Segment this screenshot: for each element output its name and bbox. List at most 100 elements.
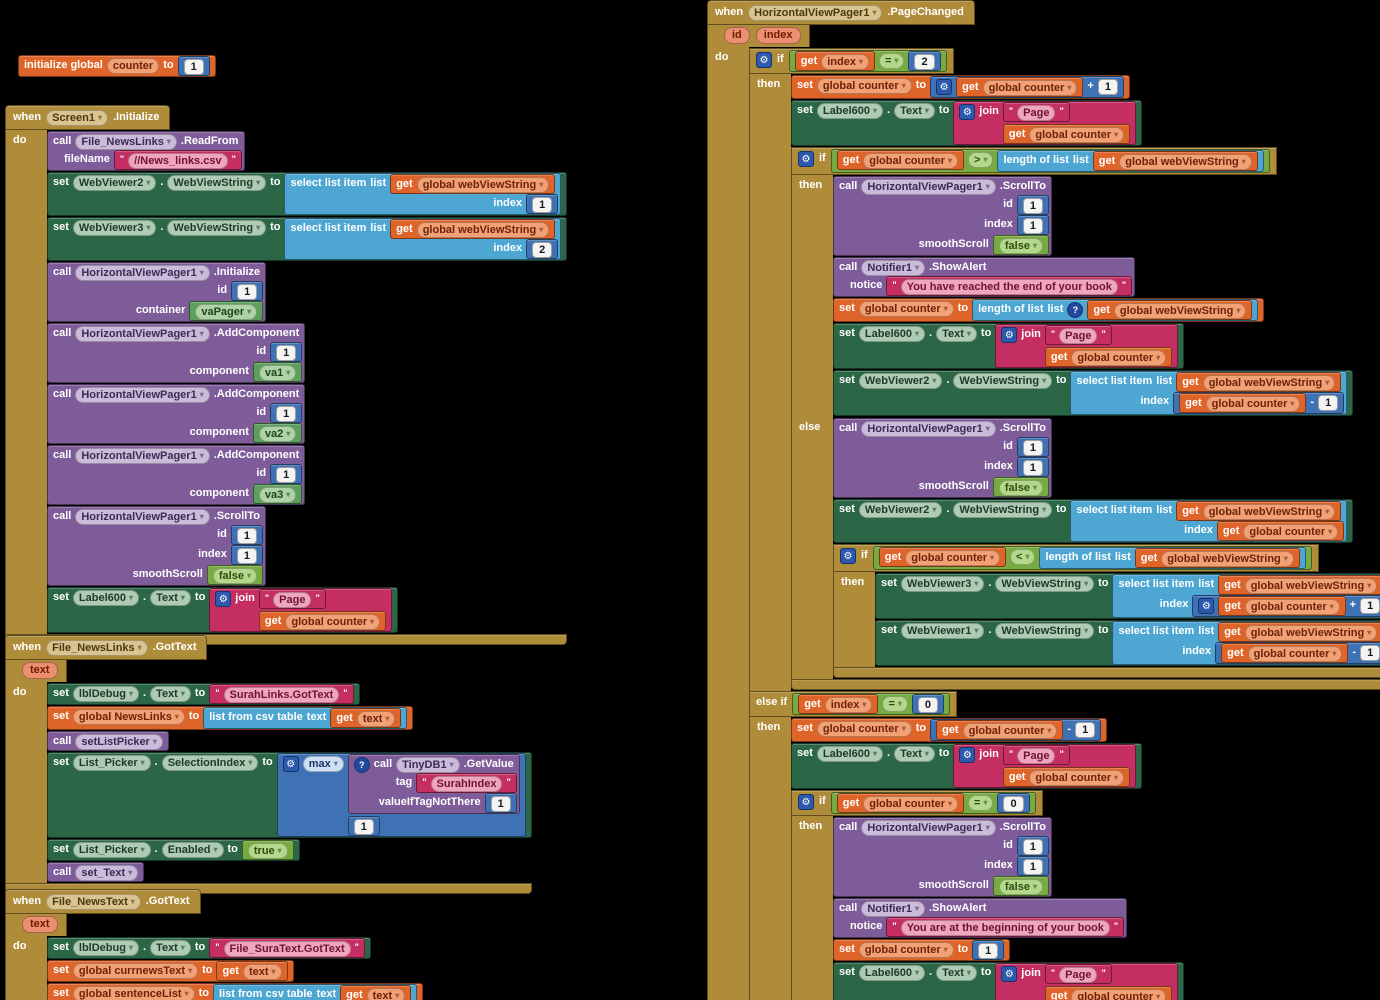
dropdown-chip[interactable]: va3▾ xyxy=(258,487,297,503)
clause-spine[interactable]: else xyxy=(791,417,833,679)
field-chip[interactable]: File_SuraText.GotText xyxy=(223,941,351,957)
number-block[interactable]: 1 xyxy=(270,342,303,362)
field-chip[interactable]: //News_links.csv xyxy=(128,153,228,169)
dropdown-chip[interactable]: WebViewString▾ xyxy=(995,576,1095,592)
number-value[interactable]: 1 xyxy=(276,345,297,361)
field-chip[interactable]: Page xyxy=(273,592,312,608)
text-string-page[interactable]: "Page" xyxy=(1002,745,1070,765)
dropdown-chip[interactable]: File_NewsText▾ xyxy=(46,894,141,910)
number-value[interactable]: 1 xyxy=(236,548,257,564)
field-chip[interactable]: Page xyxy=(1059,328,1098,344)
dropdown-chip[interactable]: global webViewString▾ xyxy=(1202,504,1336,520)
dropdown-chip[interactable]: Label600▾ xyxy=(816,103,884,119)
dropdown-chip[interactable]: Text▾ xyxy=(150,590,191,606)
clause-spine[interactable]: then xyxy=(749,74,791,691)
warning-icon[interactable]: ? xyxy=(1067,302,1084,318)
text-string-page[interactable]: "Page" xyxy=(1002,102,1070,122)
dropdown-chip[interactable]: global webViewString▾ xyxy=(416,177,550,193)
dropdown-chip[interactable]: global counter▾ xyxy=(863,153,959,169)
dropdown-chip[interactable]: =▾ xyxy=(882,696,908,712)
field-chip[interactable]: You are at the beginning of your book xyxy=(900,920,1110,936)
dropdown-chip[interactable]: Text▾ xyxy=(894,746,935,762)
mutator-gear-icon[interactable]: ⚙ xyxy=(840,548,856,564)
dropdown-chip[interactable]: HorizontalViewPager1▾ xyxy=(75,448,210,464)
dropdown-chip[interactable]: Text▾ xyxy=(150,940,191,956)
field-chip[interactable]: Page xyxy=(1017,105,1056,121)
clause-spine[interactable]: do xyxy=(5,936,47,1000)
dropdown-chip[interactable]: File_NewsLinks▾ xyxy=(46,640,148,656)
block-foot[interactable] xyxy=(791,679,1380,690)
dropdown-chip[interactable]: false▾ xyxy=(998,238,1043,254)
dropdown-chip[interactable]: >▾ xyxy=(968,152,994,168)
number-value[interactable]: 1 xyxy=(1022,859,1043,875)
dropdown-chip[interactable]: global counter▾ xyxy=(1243,524,1339,540)
number-value[interactable]: 1 xyxy=(237,284,258,300)
field-chip[interactable]: Page xyxy=(1017,748,1056,764)
dropdown-chip[interactable]: global NewsLinks▾ xyxy=(72,709,185,725)
dropdown-chip[interactable]: set_Text▾ xyxy=(75,865,139,881)
logic-true-block[interactable]: true▾ xyxy=(241,840,294,860)
dropdown-chip[interactable]: global counter▾ xyxy=(285,614,381,630)
mutator-gear-icon[interactable]: ⚙ xyxy=(798,794,814,810)
dropdown-chip[interactable]: lblDebug▾ xyxy=(72,686,139,702)
field-chip[interactable]: Page xyxy=(1059,967,1098,983)
dropdown-chip[interactable]: index▾ xyxy=(824,697,873,713)
mutator-gear-icon[interactable]: ⚙ xyxy=(1001,966,1018,982)
dropdown-chip[interactable]: va1▾ xyxy=(258,365,297,381)
clause-spine[interactable]: then xyxy=(749,717,791,1000)
number-block[interactable]: 1 xyxy=(1016,856,1049,876)
component-va1[interactable]: va1▾ xyxy=(252,362,303,382)
clause-spine[interactable]: do xyxy=(5,130,47,634)
dropdown-chip[interactable]: WebViewString▾ xyxy=(167,175,267,191)
dropdown-chip[interactable]: <▾ xyxy=(1010,549,1036,565)
mutator-gear-icon[interactable]: ⚙ xyxy=(282,756,299,772)
number-value[interactable]: 2 xyxy=(532,242,553,258)
number-block[interactable]: 2 xyxy=(908,51,941,71)
number-block[interactable]: 1 xyxy=(1016,457,1049,477)
dropdown-chip[interactable]: HorizontalViewPager1▾ xyxy=(75,326,210,342)
clause-spine[interactable]: then xyxy=(791,175,833,417)
component-vapager[interactable]: vaPager▾ xyxy=(189,301,264,321)
dropdown-chip[interactable]: WebViewString▾ xyxy=(953,373,1053,389)
dropdown-chip[interactable]: HorizontalViewPager1▾ xyxy=(75,387,210,403)
dropdown-chip[interactable]: false▾ xyxy=(998,879,1043,895)
field-chip[interactable]: You have reached the end of your book xyxy=(900,279,1118,295)
dropdown-chip[interactable]: List_Picker▾ xyxy=(72,842,151,858)
number-block[interactable]: 1 xyxy=(1016,836,1049,856)
event-param-chip[interactable]: index xyxy=(755,27,801,44)
dropdown-chip[interactable]: global counter▾ xyxy=(1071,989,1167,1000)
mutator-gear-icon[interactable]: ⚙ xyxy=(1001,327,1018,343)
